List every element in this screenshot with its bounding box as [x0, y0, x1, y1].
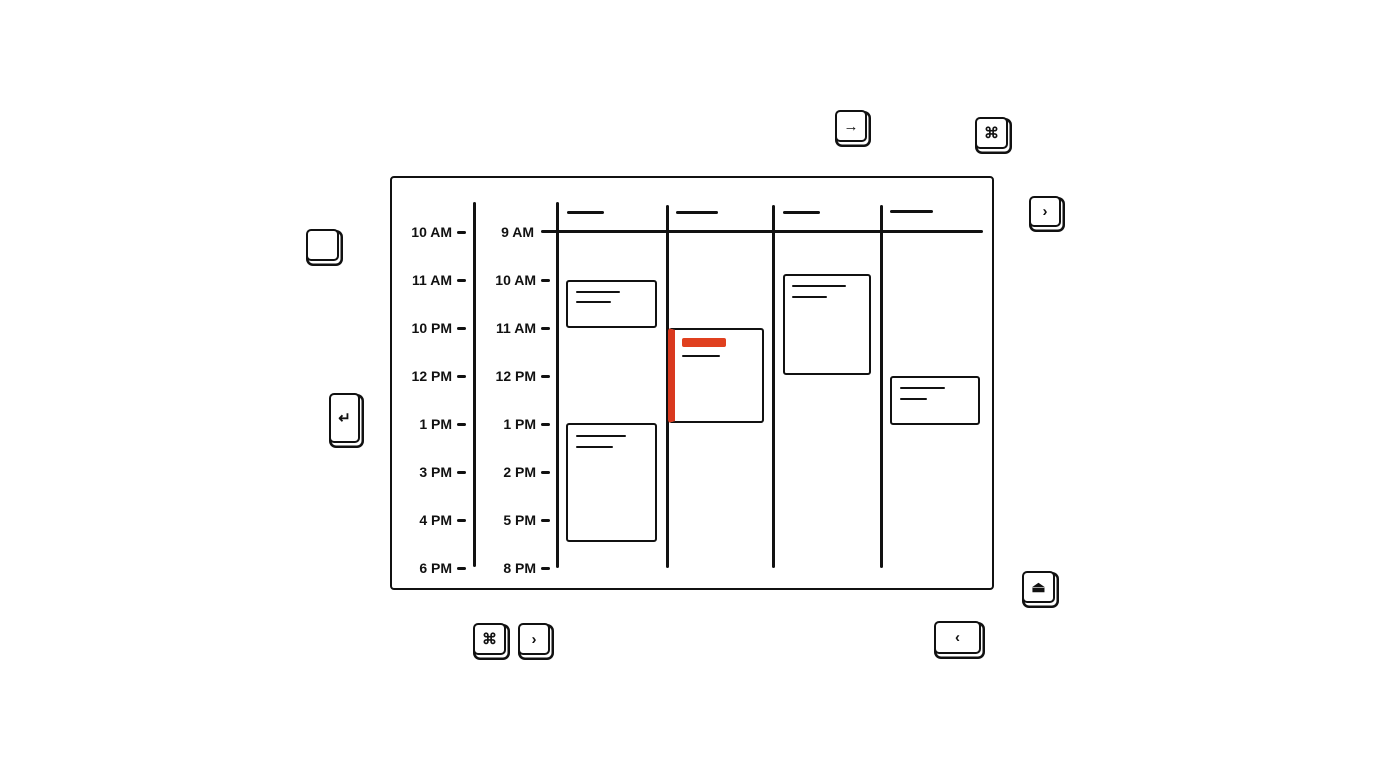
event-subtitle-line: [900, 398, 927, 401]
left-glyph: ‹: [955, 629, 960, 646]
time-label-b: 10 AM: [495, 272, 536, 288]
time-label-a: 3 PM: [419, 464, 452, 480]
day-header: [567, 211, 604, 214]
day-header: [676, 211, 718, 214]
event-subtitle-line: [576, 301, 611, 304]
command-glyph-bottom: ⌘: [482, 630, 497, 648]
right-arrow-key-bottom-icon: ›: [518, 623, 550, 655]
time-label-a: 6 PM: [419, 560, 452, 576]
event-subtitle-line: [792, 296, 827, 299]
event-title-line: [576, 435, 626, 438]
command-key-icon: ⌘: [975, 117, 1008, 149]
calendar-frame: [390, 176, 994, 590]
day-header: [783, 211, 820, 214]
right-arrow-key-icon: ›: [1029, 196, 1061, 227]
tick: [541, 567, 550, 570]
header-line: [541, 230, 983, 233]
tick: [457, 375, 466, 378]
tick: [541, 423, 550, 426]
calendar-event[interactable]: [890, 376, 980, 425]
calendar-event[interactable]: [566, 280, 657, 328]
event-title-highlight: [682, 338, 726, 347]
tick: [541, 519, 550, 522]
tick: [541, 279, 550, 282]
time-label-a: 12 PM: [411, 368, 452, 384]
event-subtitle-line: [576, 446, 613, 449]
command-glyph: ⌘: [984, 124, 999, 142]
right-glyph-bottom: ›: [531, 630, 537, 648]
tick: [541, 375, 550, 378]
tick: [457, 231, 466, 234]
tick: [457, 471, 466, 474]
return-key-icon: ↵: [329, 393, 360, 443]
day-header: [890, 210, 933, 213]
calendar-event[interactable]: [566, 423, 657, 542]
time-label-b: 8 PM: [503, 560, 536, 576]
tick: [541, 327, 550, 330]
day-divider: [772, 205, 775, 568]
eject-glyph: ⏏: [1031, 578, 1046, 596]
time-label-b: 2 PM: [503, 464, 536, 480]
event-title-line: [792, 285, 846, 288]
time-label-a: 10 AM: [411, 224, 452, 240]
day-divider: [556, 202, 559, 568]
event-subtitle-line: [682, 355, 720, 358]
tick: [541, 471, 550, 474]
tick: [457, 279, 466, 282]
tab-key-icon: →: [835, 110, 867, 142]
time-label-a: 11 AM: [412, 272, 452, 288]
event-title-line: [576, 291, 620, 294]
tab-glyph: →: [843, 117, 859, 135]
tick: [457, 567, 466, 570]
tick: [457, 519, 466, 522]
day-divider: [666, 205, 669, 568]
day-divider: [880, 205, 883, 568]
calendar-event[interactable]: [783, 274, 871, 375]
time-label-b: 5 PM: [503, 512, 536, 528]
command-key-bottom-icon: ⌘: [473, 623, 506, 655]
time-label-b: 11 AM: [496, 320, 536, 336]
blank-key-icon: [306, 229, 339, 261]
time-label-a: 10 PM: [411, 320, 452, 336]
left-arrow-key-icon: ‹: [934, 621, 981, 654]
calendar-event-selected[interactable]: [668, 328, 764, 423]
time-label-a: 4 PM: [419, 512, 452, 528]
timezone-divider: [473, 202, 476, 567]
time-label-b: 9 AM: [501, 224, 534, 240]
eject-key-icon: ⏏: [1022, 571, 1055, 603]
event-title-line: [900, 387, 945, 390]
return-glyph: ↵: [338, 409, 351, 427]
time-label-b: 12 PM: [495, 368, 536, 384]
tick: [457, 327, 466, 330]
right-glyph: ›: [1042, 203, 1048, 220]
tick: [457, 423, 466, 426]
time-label-b: 1 PM: [503, 416, 536, 432]
time-label-a: 1 PM: [419, 416, 452, 432]
